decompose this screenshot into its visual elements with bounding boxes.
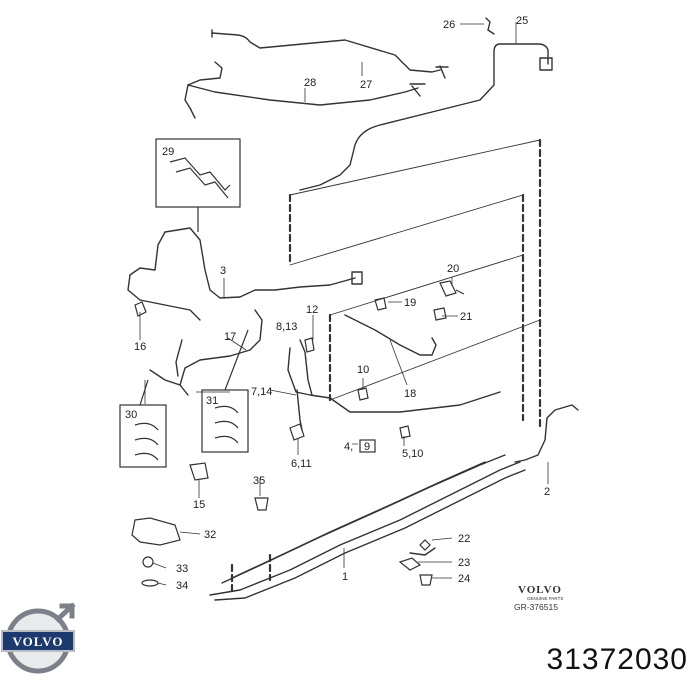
callout-25: 25 <box>516 15 528 27</box>
washer-34 <box>141 579 159 587</box>
callout-24: 24 <box>458 573 470 585</box>
callout-31: 31 <box>206 395 218 407</box>
callout-27: 27 <box>360 79 372 91</box>
callout-7-14: 7,14 <box>251 386 272 398</box>
callout-18: 18 <box>404 388 416 400</box>
pipe-26 <box>485 17 495 35</box>
callout-8-13: 8,13 <box>276 321 297 333</box>
callout-12: 12 <box>306 304 318 316</box>
callout-17: 17 <box>224 331 236 343</box>
callout-labels: 26 25 28 27 29 3 20 19 12 8,13 21 16 17 … <box>125 15 550 592</box>
pipe-2 <box>514 404 579 463</box>
clip-12 <box>304 337 315 353</box>
clip-19 <box>374 297 387 311</box>
part-number: 31372030 <box>546 643 688 676</box>
callout-22: 22 <box>458 533 470 545</box>
bolt-22 <box>419 539 431 551</box>
callout-10: 10 <box>357 364 369 376</box>
brand-subline: GENUINE PARTS <box>527 596 563 601</box>
bracket-32 <box>131 517 181 546</box>
clip-30 <box>134 422 159 461</box>
callout-19: 19 <box>404 297 416 309</box>
callout-21: 21 <box>460 311 472 323</box>
pipe-17 <box>179 309 263 386</box>
callout-34: 34 <box>176 580 188 592</box>
brand-block: VOLVO GENUINE PARTS GR-376515 <box>514 584 563 612</box>
callout-35: 35 <box>253 475 265 487</box>
bracket-23 <box>398 557 422 571</box>
volvo-logo: VOLVO <box>1 602 76 674</box>
callout-30: 30 <box>125 409 137 421</box>
pipe-27 <box>211 32 441 73</box>
pipe-main <box>299 43 549 191</box>
clip-6 <box>289 423 305 441</box>
clip-5 <box>399 425 411 439</box>
pipe-3 <box>129 227 356 299</box>
callout-2: 2 <box>544 486 550 498</box>
callout-9: 9 <box>364 441 370 453</box>
callout-28: 28 <box>304 77 316 89</box>
clip-20 <box>439 280 465 297</box>
callout-1: 1 <box>342 571 348 583</box>
clip-31 <box>214 405 239 444</box>
inset-30 <box>119 404 167 468</box>
clip-35 <box>254 497 269 511</box>
clip-16 <box>134 301 147 317</box>
callout-3: 3 <box>220 265 226 277</box>
callout-5-10: 5,10 <box>402 448 423 460</box>
callout-16: 16 <box>134 341 146 353</box>
bracket-15 <box>189 462 209 481</box>
pipe-28 <box>184 61 223 119</box>
box-9 <box>359 439 376 453</box>
callout-32: 32 <box>204 529 216 541</box>
nut-24 <box>419 574 433 586</box>
callout-4: 4, <box>344 441 353 453</box>
logo-text: VOLVO <box>13 634 64 649</box>
pipe-18 <box>344 314 437 356</box>
callout-29: 29 <box>162 146 174 158</box>
callout-23: 23 <box>458 557 470 569</box>
bolt-33 <box>142 556 154 568</box>
pipe-4 <box>287 347 501 413</box>
diagram-reference: GR-376515 <box>514 602 558 612</box>
callout-33: 33 <box>176 563 188 575</box>
rail-1 <box>209 461 521 596</box>
callout-20: 20 <box>447 263 459 275</box>
clip-21 <box>433 307 447 321</box>
callout-26: 26 <box>443 19 455 31</box>
clip-29 <box>169 157 231 191</box>
callout-6-11: 6,11 <box>291 458 312 470</box>
brand-name: VOLVO <box>518 584 562 596</box>
callout-15: 15 <box>193 499 205 511</box>
